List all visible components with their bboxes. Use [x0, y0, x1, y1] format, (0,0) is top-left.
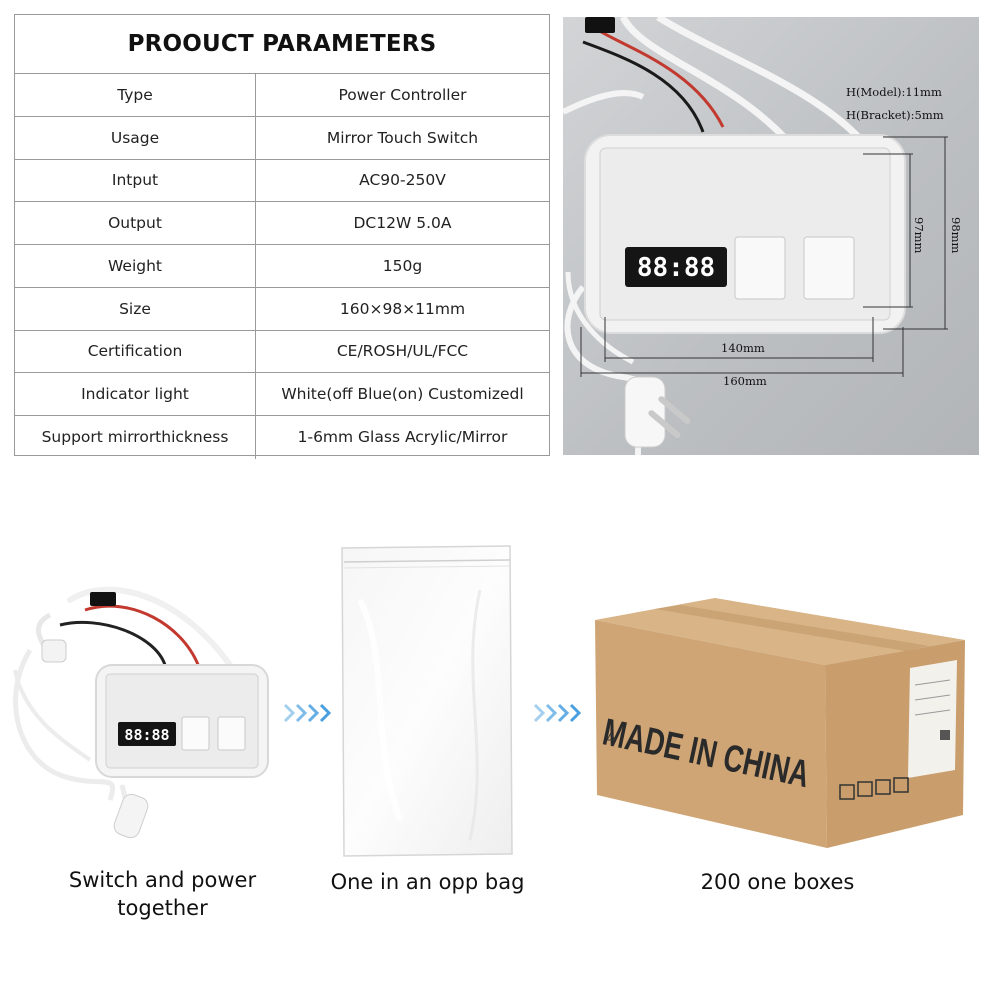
table-row: Intput AC90-250V: [15, 159, 549, 203]
opp-bag-image: [330, 540, 520, 860]
dim-140-label: 140mm: [721, 341, 765, 355]
param-key: Weight: [15, 245, 256, 287]
table-row: Indicator light White(off Blue(on) Custo…: [15, 373, 549, 416]
param-key: Type: [15, 74, 256, 116]
param-key: Certification: [15, 330, 256, 373]
model-height-label: H(Model):11mm: [846, 85, 942, 99]
param-value: Power Controller: [338, 85, 467, 104]
param-key: Usage: [15, 116, 256, 159]
dim-160-label: 160mm: [723, 374, 767, 388]
table-row: Usage Mirror Touch Switch: [15, 116, 549, 160]
param-key: Indicator light: [15, 373, 256, 415]
param-value: 160×98×11mm: [339, 299, 466, 318]
param-value: Mirror Touch Switch: [326, 128, 479, 147]
dim-98-label: 98mm: [949, 217, 963, 254]
table-row: Certification CE/ROSH/UL/FCC: [15, 330, 549, 374]
param-key: Size: [15, 287, 256, 330]
double-chevron-right-icon: [533, 702, 585, 728]
param-value: White(off Blue(on) Customizedl: [281, 385, 524, 404]
table-row: Type Power Controller: [15, 74, 549, 117]
carton-box-image: MADE IN CHINA: [585, 590, 970, 850]
step1-caption-line2: together: [117, 896, 208, 920]
table-title: PROOUCT PARAMETERS: [15, 15, 549, 74]
display-digits: 88:88: [637, 253, 715, 283]
table-row: Support mirrorthickness 1-6mm Glass Acry…: [15, 416, 549, 459]
controller-illustration: 88:88: [563, 17, 948, 455]
param-value: AC90-250V: [359, 171, 446, 190]
param-key: Support mirrorthickness: [15, 416, 256, 459]
product-dimension-photo: 88:88 H(Model):11mm H(Bracket):5mm 97mm …: [563, 17, 979, 455]
param-value: CE/ROSH/UL/FCC: [336, 342, 469, 361]
param-value: DC12W 5.0A: [353, 214, 452, 233]
double-chevron-right-icon: [283, 702, 335, 728]
bracket-height-label: H(Bracket):5mm: [846, 108, 944, 122]
step3-caption: 200 one boxes: [700, 870, 855, 894]
param-key: Output: [15, 202, 256, 244]
param-key: Intput: [15, 159, 256, 202]
table-row: Size 160×98×11mm: [15, 287, 549, 331]
param-value: 1-6mm Glass Acrylic/Mirror: [297, 428, 508, 447]
step1-caption-line1: Switch and power: [68, 868, 257, 892]
param-value: 150g: [382, 256, 423, 275]
table-row: Weight 150g: [15, 245, 549, 288]
product-with-cord-image: 88:88: [10, 580, 290, 850]
mini-display-digits: 88:88: [124, 726, 169, 744]
product-parameters-table: PROOUCT PARAMETERS Type Power Controller…: [14, 14, 550, 459]
step2-caption: One in an opp bag: [330, 870, 525, 894]
step1-caption: Switch and power together: [30, 866, 295, 922]
table-row: Output DC12W 5.0A: [15, 202, 549, 245]
dim-97-label: 97mm: [912, 217, 926, 254]
